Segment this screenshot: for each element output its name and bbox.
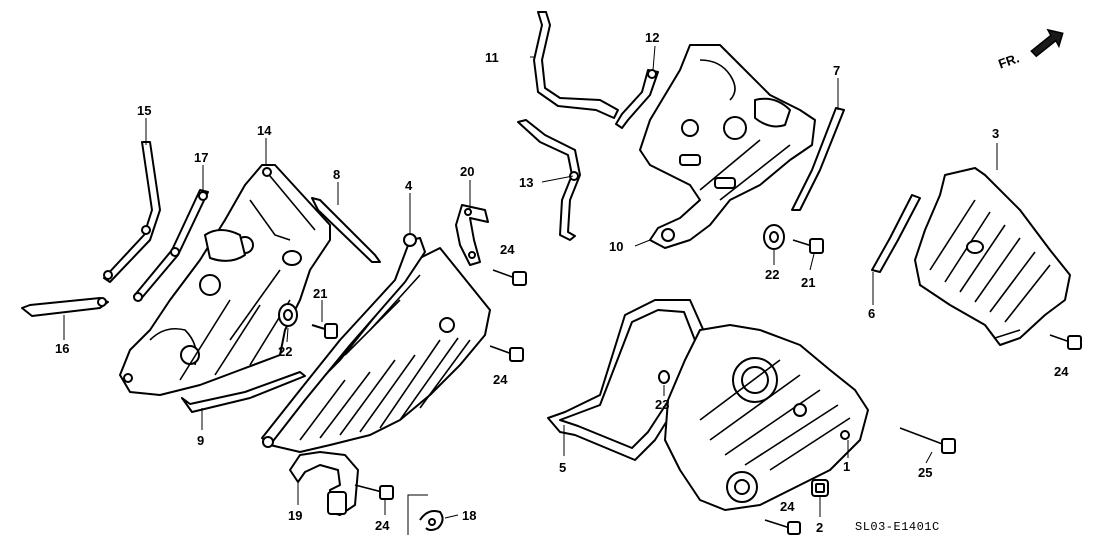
part-24-bolt-c [354, 484, 394, 500]
front-direction-indicator [1030, 28, 1064, 58]
callout-22a: 22 [278, 344, 292, 359]
part-15-seal [103, 141, 161, 283]
part-6-seal [871, 194, 921, 273]
callout-14: 14 [257, 123, 272, 138]
part-7-seal [791, 107, 845, 211]
callout-8: 8 [333, 167, 340, 182]
part-12-pipe [615, 69, 659, 129]
part-10-rear-cover [639, 44, 816, 249]
callout-3: 3 [992, 126, 999, 141]
part-19-bracket [289, 451, 359, 516]
part-11-pipe [533, 11, 619, 119]
part-22-washer-left [278, 303, 298, 327]
callout-24d: 24 [1054, 364, 1069, 379]
callout-18: 18 [462, 508, 476, 523]
leader-lines [63, 45, 998, 519]
part-18-clip [407, 494, 444, 535]
drawing-code: SL03-E1401C [855, 520, 940, 534]
callout-12: 12 [645, 30, 659, 45]
callout-7: 7 [833, 63, 840, 78]
callout-6: 6 [868, 306, 875, 321]
callout-24b: 24 [493, 372, 508, 387]
callouts: 1 2 3 4 5 6 7 8 9 10 11 12 13 14 15 16 1… [55, 30, 1069, 535]
part-23-washer [658, 370, 670, 384]
callout-15: 15 [137, 103, 151, 118]
callout-20: 20 [460, 164, 474, 179]
part-24-bolt-b [489, 345, 524, 362]
callout-24c: 24 [375, 518, 390, 533]
part-21-bolt-left [311, 323, 338, 339]
part-1-lower-cover [664, 324, 869, 511]
callout-13: 13 [519, 175, 533, 190]
part-21-bolt-center [792, 238, 824, 254]
callout-4: 4 [405, 178, 413, 193]
part-24-bolt-d [1049, 334, 1082, 350]
part-25-bolt [899, 427, 956, 454]
part-16-seal [21, 297, 109, 317]
part-13-pipe [517, 119, 581, 241]
part-22-washer-center [763, 224, 785, 250]
part-2-plug [811, 479, 829, 497]
callout-24e: 24 [780, 499, 795, 514]
part-24-bolt-a [492, 269, 527, 286]
callout-25: 25 [918, 465, 932, 480]
callout-2: 2 [816, 520, 823, 535]
callout-1: 1 [843, 459, 850, 474]
callout-21b: 21 [801, 275, 815, 290]
part-4-lower-cover [261, 233, 491, 453]
callout-23: 23 [655, 397, 669, 412]
callout-9: 9 [197, 433, 204, 448]
callout-10: 10 [609, 239, 623, 254]
callout-16: 16 [55, 341, 69, 356]
callout-24a: 24 [500, 242, 515, 257]
front-label: FR. [996, 50, 1021, 71]
part-8-seal [311, 197, 381, 263]
callout-5: 5 [559, 460, 566, 475]
callout-17: 17 [194, 150, 208, 165]
part-3-upper-cover [914, 167, 1071, 346]
part-17-seal [133, 189, 209, 302]
callout-19: 19 [288, 508, 302, 523]
part-24-bolt-e [764, 519, 801, 535]
callout-11: 11 [485, 50, 499, 65]
callout-21a: 21 [313, 286, 327, 301]
part-20-bracket [455, 204, 489, 266]
callout-22b: 22 [765, 267, 779, 282]
